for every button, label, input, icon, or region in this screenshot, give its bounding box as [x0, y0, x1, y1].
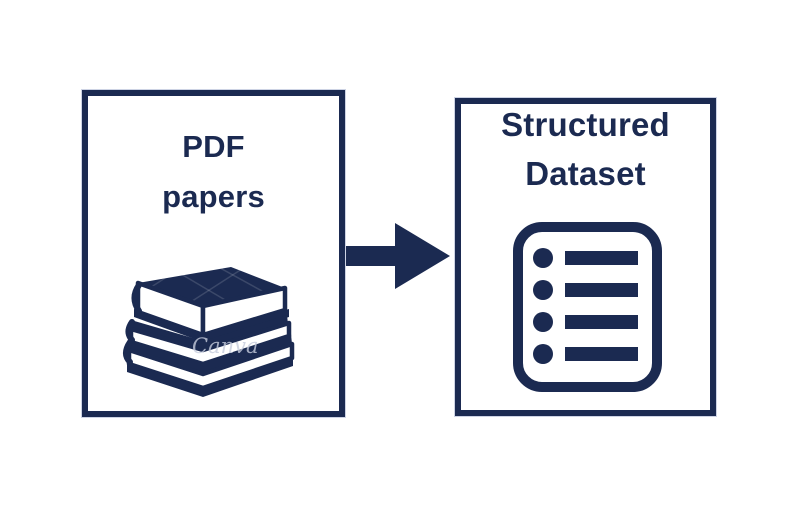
arrow-right-icon: [346, 220, 452, 292]
list-icon: [513, 222, 662, 392]
node-label-line: Structured: [501, 106, 670, 143]
node-pdf-papers-title: PDF papers: [88, 96, 339, 222]
node-label-line: Dataset: [525, 155, 646, 192]
node-structured-dataset-title: Structured Dataset: [461, 100, 710, 198]
books-stack-icon: [123, 264, 295, 397]
node-label-line: papers: [162, 179, 265, 214]
node-label-line: PDF: [182, 129, 245, 164]
